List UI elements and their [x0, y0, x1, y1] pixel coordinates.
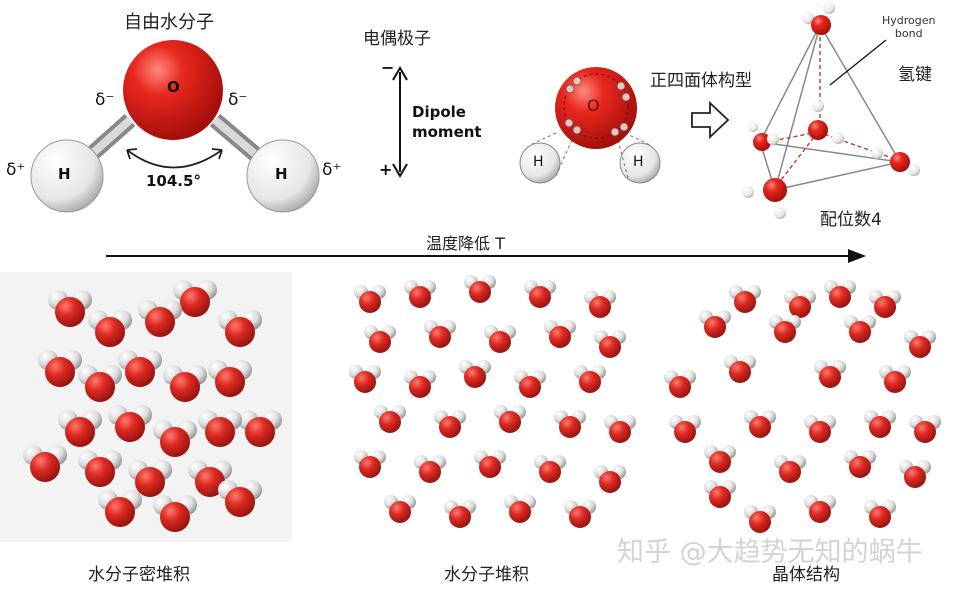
dipole-label-line1: Dipole — [412, 103, 466, 121]
hydrogen-bond-en-label: Hydrogen bond — [882, 14, 936, 40]
delta-plus-left: δ⁺ — [6, 160, 26, 180]
panel-dense-packing-bg — [0, 272, 292, 542]
dipole-moment-label: Dipole moment — [412, 102, 482, 142]
delta-plus-right: δ⁺ — [322, 160, 342, 180]
water-molecule-graphic — [30, 40, 320, 213]
packing-cluster — [349, 275, 636, 528]
temperature-label: 温度降低 T — [426, 234, 505, 253]
caption-crystal-structure: 晶体结构 — [772, 565, 840, 585]
watermark: 知乎 @大趋势无知的蜗牛 — [617, 537, 923, 568]
caption-dense-packing: 水分子密堆积 — [88, 565, 190, 585]
hydrogen-left-label: H — [58, 165, 71, 183]
oxygen-label: O — [167, 78, 180, 96]
tetrahedral-title: 正四面体构型 — [650, 71, 752, 91]
delta-minus-left: δ⁻ — [95, 90, 115, 110]
caption-packing: 水分子堆积 — [444, 565, 529, 585]
dipole-label-line2: moment — [412, 123, 482, 141]
free-molecule-title: 自由水分子 — [124, 12, 214, 33]
coordination-number-label: 配位数4 — [820, 210, 882, 230]
bond-angle-label: 104.5° — [146, 172, 201, 190]
dipole-title: 电偶极子 — [363, 29, 431, 49]
hydrogen-right-label: H — [275, 165, 288, 183]
hydrogen-bond-cn-label: 氢键 — [898, 65, 932, 85]
dipole-plus-sign: + — [379, 160, 393, 179]
delta-minus-right: δ⁻ — [228, 90, 248, 110]
dipole-hydrogen-right: H — [633, 154, 644, 170]
dipole-minus-sign: − — [381, 58, 395, 77]
hbond-en-line1: Hydrogen — [882, 14, 936, 27]
crystal-lattice — [664, 280, 941, 533]
dipole-hydrogen-left: H — [533, 154, 544, 170]
dipole-oxygen-label: O — [587, 96, 600, 115]
hbond-en-line2: bond — [894, 27, 923, 40]
